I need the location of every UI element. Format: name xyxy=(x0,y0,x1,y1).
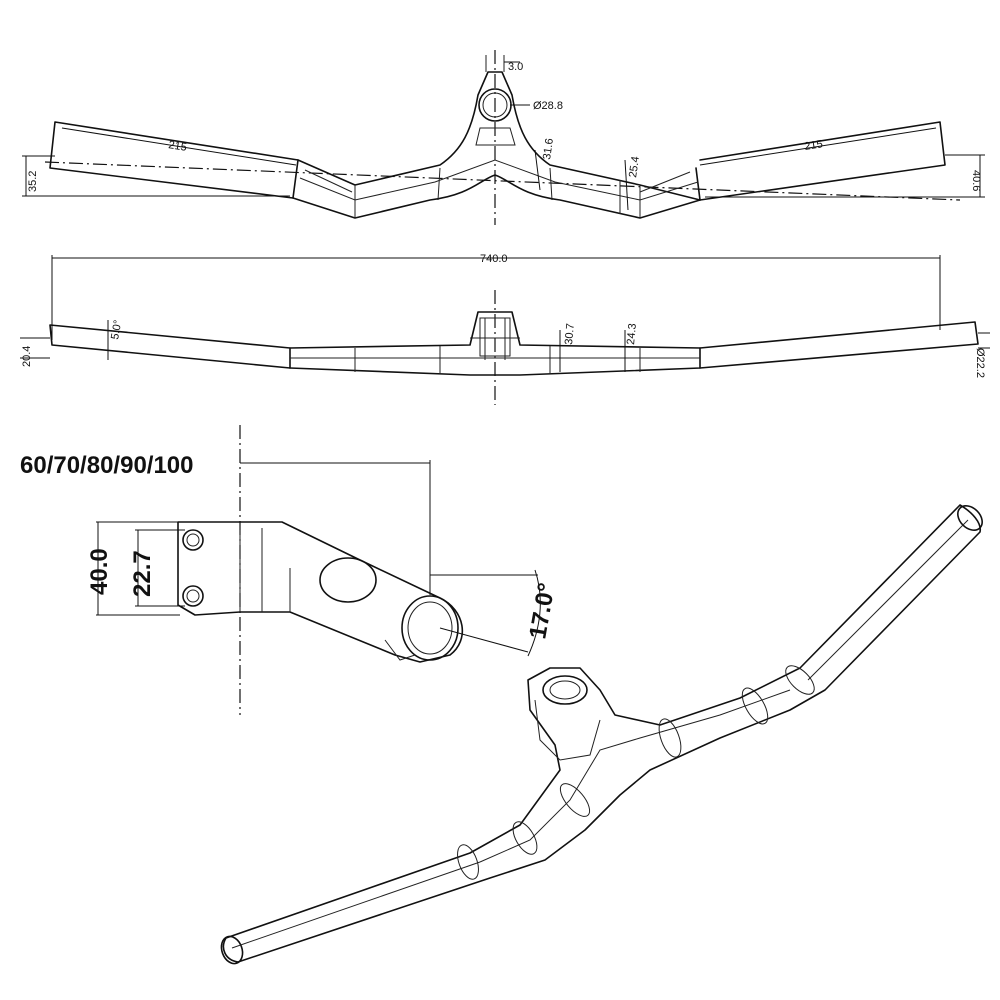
right-end-dia-label: Ø22.2 xyxy=(974,348,986,378)
overall-width-label: 740.0 xyxy=(480,253,508,265)
rise-angle-arc xyxy=(527,569,541,657)
sweep-angle-label: 5.0° xyxy=(109,319,124,340)
clamp-dia-a-label: 31.6 xyxy=(541,138,556,161)
stem-outline xyxy=(177,521,464,663)
isometric-view xyxy=(220,504,983,965)
clamp-dia-b-label-front: 24.3 xyxy=(625,323,639,345)
stem-length-label: 60/70/80/90/100 xyxy=(20,452,194,479)
bolt-spacing-label: 22.7 xyxy=(129,550,156,597)
clamp-dia-a-label-front: 30.7 xyxy=(563,323,577,345)
left-drop-length-dim xyxy=(61,127,297,166)
side-view: 60/70/80/90/100 40.0 22.7 17.0° xyxy=(20,425,561,715)
clamp-dia-b-label: 25.4 xyxy=(627,156,642,179)
stem-width-label: 3.0 xyxy=(508,61,523,73)
rise-angle-label: 17.0° xyxy=(524,581,560,641)
clamp-dia-a-dim xyxy=(534,149,541,191)
top-view: 3.0 Ø28.8 215 215 31.6 25.4 35.2 40.6 xyxy=(22,50,985,225)
top-bar-outline xyxy=(49,55,946,219)
clamp-dia-b-dim xyxy=(624,159,629,211)
right-height-label: 40.6 xyxy=(970,170,982,191)
right-drop-length-dim xyxy=(699,127,937,166)
bore-label: Ø28.8 xyxy=(533,100,563,112)
top-view-axis-line xyxy=(44,161,961,201)
front-bar-outline xyxy=(49,311,979,376)
rise-angle-ext-2 xyxy=(439,627,529,653)
stack-height-label: 40.0 xyxy=(86,548,113,595)
right-drop-length-label: 215 xyxy=(804,138,824,153)
left-end-dia-label: 20.4 xyxy=(21,346,33,367)
left-height-label: 35.2 xyxy=(27,171,39,192)
front-view: 740.0 5.0° 20.4 30.7 24.3 Ø22.2 xyxy=(20,253,990,405)
left-drop-length-label: 215 xyxy=(168,139,188,154)
